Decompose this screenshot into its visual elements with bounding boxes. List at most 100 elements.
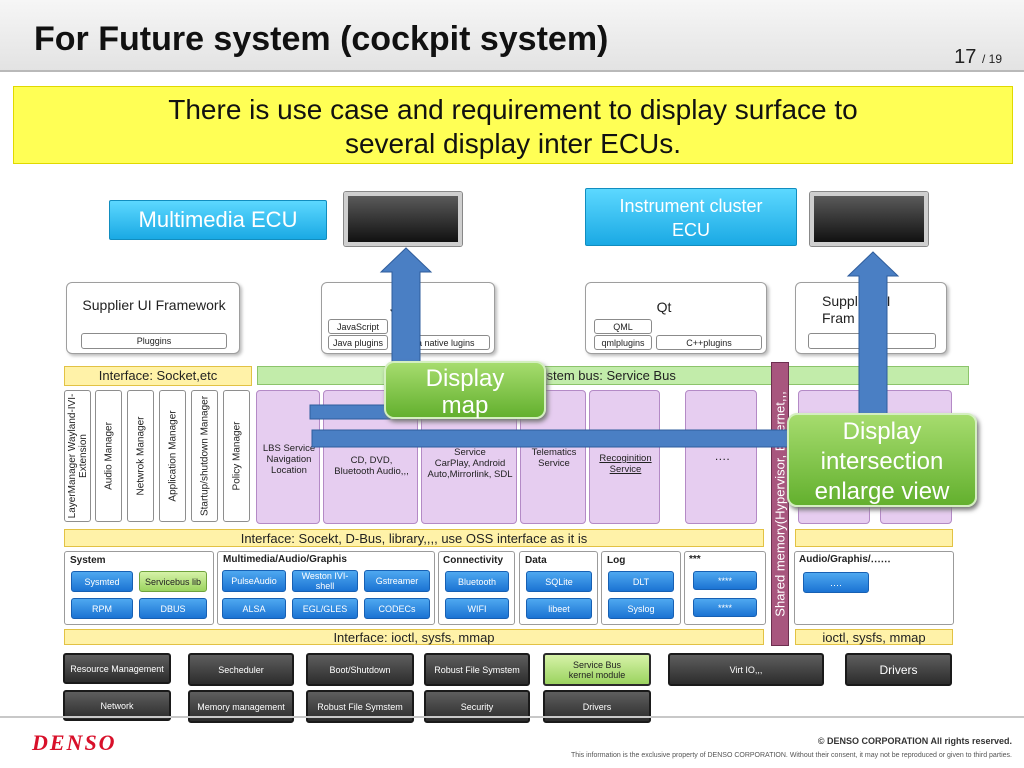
banner-line-2: several display inter ECUs. [344, 128, 682, 159]
misc-box-2: **** [693, 598, 757, 617]
telematics-line-2: Service [538, 458, 570, 469]
data-group-label: Data [525, 555, 547, 566]
dbus-box: DBUS [139, 598, 207, 619]
instrument-cluster-ecu-label: Instrument cluster ECU [585, 188, 797, 246]
title-bar [0, 0, 1024, 72]
pulseaudio-box: PulseAudio [222, 570, 286, 592]
confidential-notice: This information is the exclusive proper… [570, 752, 1012, 759]
other-service-dots: …. [714, 449, 730, 463]
egl-gles-box: EGL/GLES [292, 598, 358, 619]
java-plugins-box: Java plugins [328, 335, 388, 350]
cpp-plugins-box: C++plugins [656, 335, 762, 350]
multimedia-ecu-label: Multimedia ECU [109, 200, 327, 240]
denso-logo: DENSO [32, 730, 117, 755]
kernel-boot-shutdown: Boot/Shutdown [306, 653, 414, 686]
display-map-connector [309, 404, 391, 420]
log-group-label: Log [607, 555, 626, 566]
kernel-robust-file-system-1: Robust File Symstem [424, 653, 530, 686]
page-current: 17 [954, 46, 977, 68]
display-intersection-callout: Display intersection enlarge view [787, 413, 977, 507]
recognition-line-1: Recoginition [599, 453, 652, 464]
interface-socket-bar: Interface: Socket,etc [64, 366, 252, 386]
cluster-display-screen [810, 192, 928, 246]
instrument-label-line-2: ECU [671, 220, 710, 240]
sqlite-box: SQLite [526, 571, 592, 592]
manager-box-layer: LayerManager Wayland-IVI-Extension [64, 390, 91, 522]
telematics-line-1: Telematics [531, 447, 577, 458]
instrument-label-line-1: Instrument cluster [619, 196, 763, 216]
middleware-misc-group: *** **** **** [684, 551, 766, 625]
kernel-resource-management: Resource Management [63, 653, 171, 684]
media-line-2: Bluetooth Audio,,, [334, 466, 409, 477]
qt-framework-title: Qt [656, 299, 672, 315]
connectivity-group-label: Connectivity [443, 555, 504, 566]
other-service-box: …. [685, 390, 757, 524]
system-group-label: System [70, 555, 106, 566]
supplier-ui-framework-title: Supplier UI Framework [82, 297, 226, 313]
middleware-system-group: System Sysmted Servicebus lib RPM DBUS [64, 551, 214, 625]
carplay-line-1: Service [454, 447, 486, 458]
kernel-virt-io: Virt IO,,, [668, 653, 824, 686]
manager-box-audio: Audio Manager [95, 390, 122, 522]
multimedia-group-label: Multimedia/Audio/Graphis [223, 554, 347, 565]
qmlplugins-box: qmlplugins [594, 335, 652, 350]
interface-oss-bar: Interface: Socekt, D-Bus, library,,,, us… [64, 529, 764, 547]
manager-box-startup: Startup/shutdown Manager [191, 390, 218, 522]
weston-ivi-shell-box: Weston IVI-shell [292, 570, 358, 592]
kernel-drivers-right: Drivers [845, 653, 952, 686]
bluetooth-box: Bluetooth [445, 571, 509, 592]
page-total: / 19 [981, 52, 1002, 66]
up-arrow-to-multimedia-display [379, 247, 433, 367]
sysmted-box: Sysmted [71, 571, 133, 592]
intersection-line-1: Display [842, 418, 922, 445]
lbs-line-1: LBS Service [262, 443, 316, 454]
interface-ioctl-bar: Interface: ioctl, sysfs, mmap [64, 629, 764, 645]
carplay-line-3: Auto,Mirrorlink, SDL [427, 469, 513, 480]
alsa-box: ALSA [222, 598, 286, 619]
footer-divider [0, 716, 1024, 718]
middleware-audio-graphis-group: Audio/Graphis/‥‥‥ ‥‥ [794, 551, 954, 625]
codecs-box: CODECs [364, 598, 430, 619]
kernel-network: Network [63, 690, 171, 721]
misc-group-label: *** [689, 554, 701, 565]
display-map-line-2: map [441, 392, 489, 419]
copyright-text: © DENSO CORPORATION All rights reserved. [817, 736, 1012, 746]
media-service-text: CD, DVD,Bluetooth Audio,,, [324, 455, 419, 477]
up-arrow-to-cluster-display [846, 251, 900, 421]
javascript-box: JavaScript [328, 319, 388, 334]
recognition-line-2: Service [609, 464, 642, 475]
wifi-box: WIFI [445, 598, 509, 619]
rpm-box: RPM [71, 598, 133, 619]
display-map-callout: Display map [384, 361, 546, 419]
audio-graphis-box: ‥‥ [803, 572, 869, 593]
middleware-connectivity-group: Connectivity Bluetooth WIFI [438, 551, 515, 625]
audio-graphis-group-label: Audio/Graphis/‥‥‥ [799, 554, 891, 565]
dlt-box: DLT [608, 571, 674, 592]
system-bus-label: ystem bus: Service Bus [540, 368, 676, 383]
carplay-line-2: CarPlay, Android [434, 458, 506, 469]
multimedia-display-screen [344, 192, 462, 246]
lbs-line-2: Navigation [266, 454, 312, 465]
manager-box-application: Application Manager [159, 390, 186, 522]
gstreamer-box: Gstreamer [364, 570, 430, 592]
media-line-1: CD, DVD, [350, 455, 393, 466]
qt-framework-box: Qt QML qmlplugins C++plugins [585, 282, 767, 354]
kernel-scheduler: Secheduler [188, 653, 294, 686]
middleware-multimedia-group: Multimedia/Audio/Graphis PulseAudio West… [217, 551, 435, 625]
interface-oss-bar-right [795, 529, 953, 547]
lbs-line-3: Location [271, 465, 307, 476]
summary-banner: There is use case and requirement to dis… [13, 86, 1013, 164]
manager-box-policy: Policy Manager [223, 390, 250, 522]
misc-box-1: **** [693, 571, 757, 590]
syslog-box: Syslog [608, 598, 674, 619]
qml-box: QML [594, 319, 652, 334]
interface-ioctl-bar-right: ioctl, sysfs, mmap [795, 629, 953, 645]
display-map-line-1: Display [425, 365, 505, 392]
page-number: 17 / 19 [954, 46, 1002, 69]
